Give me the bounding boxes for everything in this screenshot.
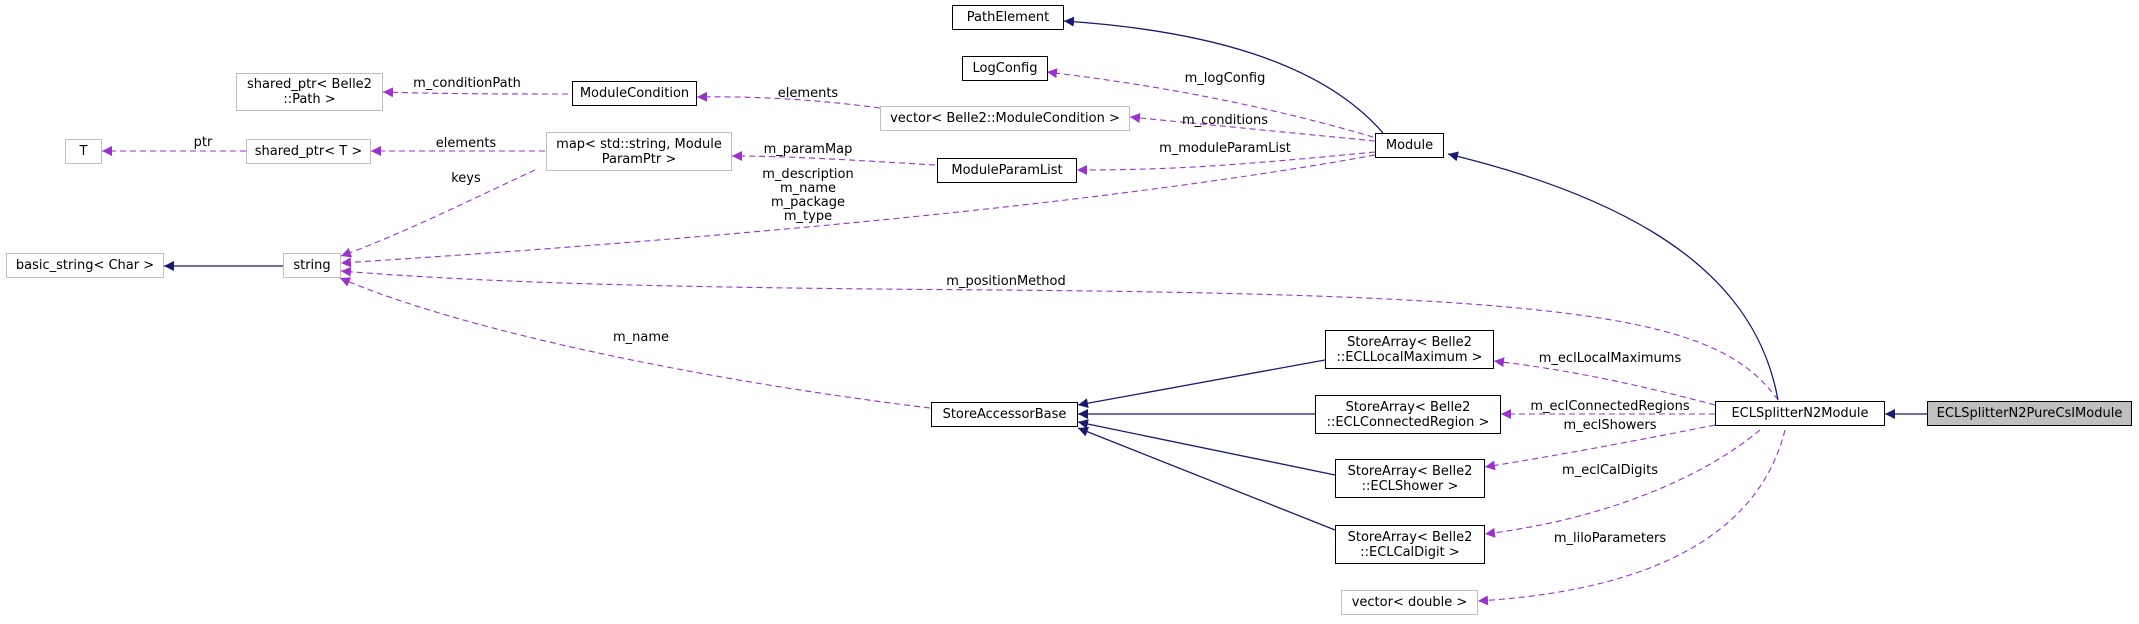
edge-module-conditions — [1129, 112, 1376, 142]
label-ptr: ptr — [193, 135, 213, 150]
label-m-ecl-local-maximums: m_eclLocalMaximums — [1538, 351, 1682, 366]
node-shared-ptr-path[interactable]: shared_ptr< Belle2 ::Path > — [236, 73, 383, 111]
edge-splitter-shower — [1484, 424, 1716, 471]
edge-paramlist-map — [731, 151, 936, 166]
node-string[interactable]: string — [283, 253, 341, 278]
edge-accessor-string — [339, 277, 931, 409]
label-m-ecl-connected-regions: m_eclConnectedRegions — [1530, 399, 1690, 414]
label-m-position-method: m_positionMethod — [946, 274, 1066, 289]
label-m-description-group: m_description m_name m_package m_type — [762, 167, 854, 224]
node-store-array-cal-digit[interactable]: StoreArray< Belle2 ::ECLCalDigit > — [1335, 525, 1485, 564]
node-map-module-param-ptr[interactable]: map< std::string, Module ParamPtr > — [546, 132, 732, 171]
node-t[interactable]: T — [65, 139, 102, 164]
label-m-log-config: m_logConfig — [1184, 71, 1266, 86]
edge-splitter-vectordouble — [1477, 429, 1786, 606]
label-elements-shared: elements — [435, 136, 497, 151]
node-path-element[interactable]: PathElement — [952, 5, 1064, 30]
edge-localmax-to-accessor — [1077, 359, 1326, 409]
edge-shower-to-accessor — [1077, 419, 1336, 476]
label-m-ecl-showers: m_eclShowers — [1563, 418, 1657, 433]
label-keys: keys — [451, 171, 481, 186]
edge-splitter-localmax — [1493, 357, 1716, 406]
edge-caldigit-to-accessor — [1077, 427, 1336, 531]
edge-map-string — [340, 169, 536, 258]
node-store-array-connected-region[interactable]: StoreArray< Belle2 ::ECLConnectedRegion … — [1315, 395, 1501, 434]
edge-module-string — [340, 154, 1376, 268]
edge-module-logconfig — [1046, 68, 1384, 141]
node-vector-module-condition[interactable]: vector< Belle2::ModuleCondition > — [880, 106, 1130, 131]
node-vector-double[interactable]: vector< double > — [1341, 590, 1478, 615]
edge-modulecondition-sharedptr — [382, 87, 569, 98]
node-ecl-splitter-n2-module[interactable]: ECLSplitterN2Module — [1715, 401, 1885, 426]
node-basic-string-char[interactable]: basic_string< Char > — [6, 253, 164, 278]
label-m-param-map: m_paramMap — [763, 142, 853, 157]
node-store-accessor-base[interactable]: StoreAccessorBase — [931, 402, 1078, 427]
node-shared-ptr-t[interactable]: shared_ptr< T > — [246, 139, 371, 164]
node-ecl-splitter-n2-pure-csi-module[interactable]: ECLSplitterN2PureCsIModule — [1927, 401, 2132, 426]
label-m-lilo-parameters: m_liloParameters — [1553, 531, 1667, 546]
label-m-name: m_name — [612, 330, 670, 345]
node-module-param-list[interactable]: ModuleParamList — [937, 158, 1077, 183]
edge-splitter-string — [340, 266, 1779, 401]
edge-module-to-pathelement — [1063, 16, 1384, 134]
label-m-module-param-list: m_moduleParamList — [1159, 141, 1291, 156]
node-store-array-local-maximum[interactable]: StoreArray< Belle2 ::ECLLocalMaximum > — [1325, 330, 1494, 369]
node-module[interactable]: Module — [1375, 133, 1444, 158]
edge-vector-modulecondition — [696, 91, 881, 109]
edge-module-paramlist — [1076, 151, 1376, 175]
edge-splitter-caldigit — [1484, 429, 1761, 538]
node-log-config[interactable]: LogConfig — [962, 56, 1048, 81]
label-m-conditions: m_conditions — [1181, 113, 1269, 128]
label-m-ecl-cal-digits: m_eclCalDigits — [1562, 463, 1658, 478]
label-elements-condition: elements — [777, 86, 839, 101]
label-m-condition-path: m_conditionPath — [413, 76, 521, 91]
node-module-condition[interactable]: ModuleCondition — [572, 81, 697, 106]
node-store-array-shower[interactable]: StoreArray< Belle2 ::ECLShower > — [1335, 459, 1485, 498]
edge-splitter-to-module — [1447, 151, 1779, 401]
